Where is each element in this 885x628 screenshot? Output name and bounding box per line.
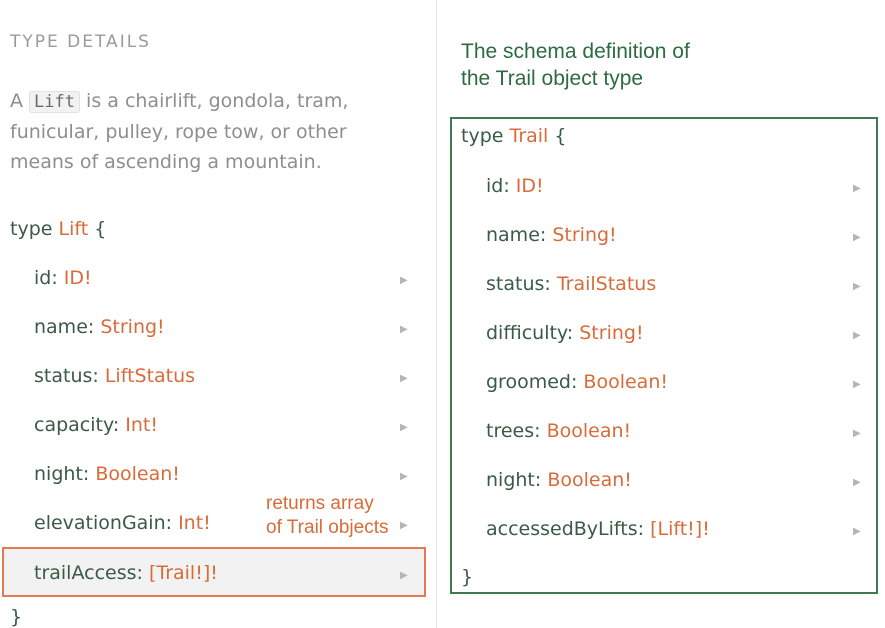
right-triangle-icon[interactable]: ▶	[400, 373, 408, 384]
trail-type-declaration: type Trail {	[461, 125, 566, 147]
right-triangle-icon[interactable]: ▶	[853, 330, 861, 341]
trail-field-row-accessedbylifts[interactable]: accessedByLifts: [Lift!]!	[486, 507, 710, 551]
type-keyword: type	[461, 125, 504, 147]
field-name: name:	[486, 224, 547, 246]
field-row-capacity[interactable]: capacity: Int!	[34, 403, 158, 447]
field-row-trailaccess[interactable]: trailAccess: [Trail!]!	[34, 551, 218, 595]
field-name: id:	[486, 175, 510, 197]
right-triangle-icon[interactable]: ▶	[400, 275, 408, 286]
trail-field-row-status[interactable]: status: TrailStatus	[486, 262, 656, 306]
note-line: the Trail object type	[461, 67, 644, 90]
right-triangle-icon[interactable]: ▶	[853, 428, 861, 439]
field-type[interactable]: String!	[579, 322, 644, 344]
field-type[interactable]: Boolean!	[583, 371, 668, 393]
close-brace: }	[10, 606, 23, 628]
right-triangle-icon[interactable]: ▶	[853, 477, 861, 488]
field-type[interactable]: [Lift!]!	[650, 518, 710, 540]
type-name: Trail	[509, 125, 549, 147]
field-name: groomed:	[486, 371, 578, 393]
annotation-line: of Trail objects	[266, 517, 389, 538]
field-name: capacity:	[34, 414, 120, 436]
field-name: id:	[34, 267, 58, 289]
field-type[interactable]: TrailStatus	[556, 273, 657, 295]
right-triangle-icon[interactable]: ▶	[853, 379, 861, 390]
open-brace: {	[554, 125, 567, 147]
trail-type-box	[450, 117, 878, 594]
field-name: status:	[486, 273, 551, 295]
open-brace: {	[94, 218, 107, 240]
field-type[interactable]: ID!	[515, 175, 544, 197]
field-row-name[interactable]: name: String!	[34, 305, 165, 349]
description-code-chip: Lift	[29, 91, 80, 113]
type-declaration: type Lift {	[10, 218, 106, 240]
right-triangle-icon[interactable]: ▶	[853, 281, 861, 292]
field-name: difficulty:	[486, 322, 574, 344]
field-row-id[interactable]: id: ID!	[34, 256, 92, 300]
field-type[interactable]: Boolean!	[546, 420, 632, 442]
field-type[interactable]: String!	[100, 316, 165, 338]
field-name: trailAccess:	[34, 562, 143, 584]
field-type[interactable]: Boolean!	[547, 469, 632, 491]
trailaccess-highlight	[2, 547, 426, 597]
right-triangle-icon[interactable]: ▶	[400, 520, 408, 531]
trail-field-row-name[interactable]: name: String!	[486, 213, 617, 257]
type-keyword: type	[10, 218, 53, 240]
field-type[interactable]: Int!	[125, 414, 158, 436]
field-name: trees:	[486, 420, 541, 442]
right-triangle-icon[interactable]: ▶	[400, 422, 408, 433]
right-triangle-icon[interactable]: ▶	[853, 526, 861, 537]
field-name: night:	[34, 463, 90, 485]
right-triangle-icon[interactable]: ▶	[400, 570, 408, 581]
field-type[interactable]: LiftStatus	[104, 365, 196, 387]
field-name: status:	[34, 365, 99, 387]
description-prefix: A	[10, 90, 30, 112]
trail-field-row-difficulty[interactable]: difficulty: String!	[486, 311, 644, 355]
type-name: Lift	[58, 218, 89, 240]
field-type[interactable]: Int!	[178, 512, 211, 534]
field-row-night[interactable]: night: Boolean!	[34, 452, 180, 496]
trail-field-row-id[interactable]: id: ID!	[486, 164, 544, 208]
trail-field-row-night[interactable]: night: Boolean!	[486, 458, 632, 502]
trail-close-brace: }	[461, 566, 474, 588]
field-type[interactable]: Boolean!	[95, 463, 180, 485]
field-name: night:	[486, 469, 542, 491]
type-description: A Lift is a chairlift, gondola, tram, fu…	[10, 86, 410, 177]
pane-divider	[436, 0, 437, 628]
annotation-returns-array: returns array of Trail objects	[266, 492, 389, 540]
trail-field-row-groomed[interactable]: groomed: Boolean!	[486, 360, 668, 404]
description-text: is a chairlift, gondola, tram, funicular…	[10, 90, 349, 173]
note-line: The schema definition of	[461, 40, 690, 63]
schema-note: The schema definition of the Trail objec…	[461, 38, 690, 92]
right-triangle-icon[interactable]: ▶	[853, 183, 861, 194]
field-name: accessedByLifts:	[486, 518, 645, 540]
right-triangle-icon[interactable]: ▶	[400, 324, 408, 335]
right-triangle-icon[interactable]: ▶	[400, 471, 408, 482]
field-row-elevationgain[interactable]: elevationGain: Int!	[34, 501, 211, 545]
field-row-status[interactable]: status: LiftStatus	[34, 354, 195, 398]
field-type[interactable]: ID!	[63, 267, 92, 289]
field-type[interactable]: [Trail!]!	[148, 562, 218, 584]
annotation-line: returns array	[266, 493, 374, 514]
field-type[interactable]: String!	[552, 224, 617, 246]
right-triangle-icon[interactable]: ▶	[853, 232, 861, 243]
field-name: name:	[34, 316, 95, 338]
type-details-pane: TYPE DETAILS A Lift is a chairlift, gond…	[0, 0, 436, 628]
trail-field-row-trees[interactable]: trees: Boolean!	[486, 409, 631, 453]
field-name: elevationGain:	[34, 512, 173, 534]
section-title: TYPE DETAILS	[10, 32, 151, 52]
